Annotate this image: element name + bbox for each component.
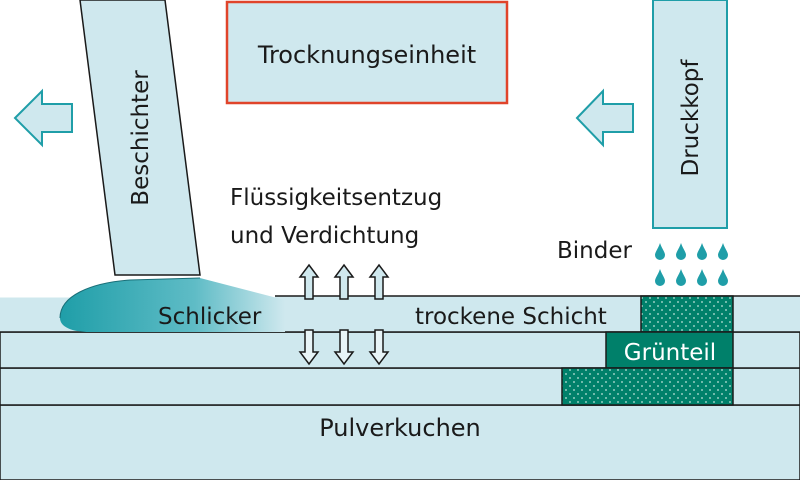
binder-droplet (718, 243, 728, 260)
binder-droplets (655, 243, 728, 286)
green-part (561, 295, 734, 406)
densification-arrows (298, 263, 390, 366)
binder-droplet (676, 243, 686, 260)
densify-arrow-down (333, 329, 355, 366)
dry-layer-label: trockene Schicht (415, 304, 607, 330)
binder-droplet (655, 243, 665, 260)
green-part-middle (605, 331, 734, 369)
green-part-top (640, 295, 734, 333)
coater (79, 0, 201, 276)
coater-label: Beschichter (128, 70, 154, 206)
binder-droplet (697, 243, 707, 260)
densify-arrow-down (368, 329, 390, 366)
slurry-blob (60, 278, 285, 332)
liquid-removal-label-line1: Flüssigkeitsentzug (230, 185, 442, 211)
liquid-removal-label-line2: und Verdichtung (230, 223, 419, 249)
densify-arrow-down (298, 329, 320, 366)
print-head-label: Druckkopf (678, 59, 704, 177)
binder-droplet (655, 269, 665, 286)
green-part-label: Grünteil (624, 340, 716, 366)
print-head (652, 0, 728, 229)
powder-cake-label: Pulverkuchen (319, 414, 481, 442)
densify-arrow-up (298, 263, 320, 300)
slurry-label: Schlicker (158, 304, 262, 330)
binder-droplet (697, 269, 707, 286)
densify-arrow-up (333, 263, 355, 300)
printhead-direction-arrow (575, 88, 634, 148)
coater-direction-arrow (13, 88, 73, 148)
drying-unit-box (225, 0, 509, 105)
slurry-blob-edge (59, 277, 201, 319)
drying-unit-label: Trocknungseinheit (257, 41, 476, 69)
binder-label: Binder (557, 238, 632, 264)
binder-droplet (718, 269, 728, 286)
densify-arrow-up (368, 263, 390, 300)
green-part-bottom (561, 367, 734, 406)
binder-droplet (676, 269, 686, 286)
